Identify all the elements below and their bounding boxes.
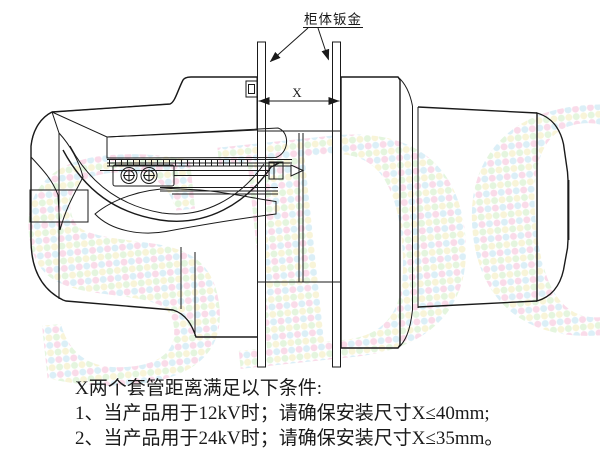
installation-notes: X两个套管距离满足以下条件: 1、当产品用于12kV时；请确保安装尺寸X≤40m… [75, 377, 503, 449]
watermark: SDQ [0, 34, 600, 453]
watermark-text: SDQ [0, 34, 600, 453]
clamp-block [245, 80, 258, 98]
collar-lines [412, 106, 419, 310]
note-line-1: X两个套管距离满足以下条件: [75, 377, 322, 399]
semicon-band [106, 127, 288, 159]
note-line-3: 2、当产品用于24kV时；请确保安装尺寸X≤35mm。 [75, 427, 503, 449]
bolt-right [140, 167, 158, 184]
bolt-left [120, 167, 138, 184]
bolt-bracket [112, 164, 175, 187]
body-outer-profile [30, 111, 257, 338]
rail-clip [268, 161, 284, 180]
cable-lug [94, 187, 277, 234]
dimension-x: X [258, 85, 340, 105]
mid-cylinder-lines [257, 130, 341, 283]
flange-chamfers [397, 76, 413, 349]
internal-conductor [94, 127, 305, 234]
leader-right [317, 27, 330, 61]
mid-bushing-cylinder [257, 130, 341, 283]
callout-label: 柜体钣金 [304, 12, 362, 27]
cabinet-panel-right [332, 41, 341, 368]
dimension-label: X [292, 85, 302, 100]
body-top-profile [51, 76, 257, 113]
skirt-edges [180, 247, 196, 336]
leader-left [269, 27, 309, 63]
contact-tip [290, 164, 305, 177]
clamp-block-inner [248, 84, 255, 94]
note-line-2: 1、当产品用于12kV时；请确保安装尺寸X≤40mm; [75, 402, 490, 424]
cylinder-edges [417, 106, 538, 308]
rear-plug [29, 189, 89, 223]
cabinet-panel-left [257, 41, 266, 368]
right-bushing [340, 76, 570, 349]
callout-cabinet-sheet-metal: 柜体钣金 [269, 12, 363, 63]
lower-rail [160, 187, 278, 195]
